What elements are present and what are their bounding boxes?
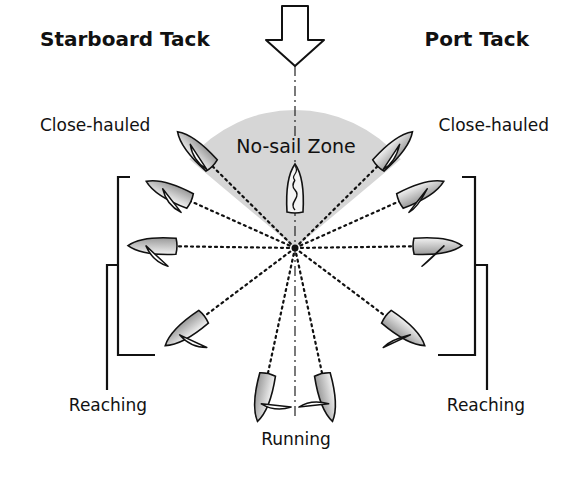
point-of-sail-label: Close-hauled (439, 116, 549, 136)
heading-line (301, 246, 414, 248)
heading-line (296, 254, 322, 375)
wind-arrow (266, 6, 324, 66)
sail (180, 326, 207, 356)
tack-heading: Port Tack (424, 28, 529, 51)
luffing-sail (293, 180, 297, 210)
point-of-sail-label: Close-hauled (40, 116, 150, 136)
sailboat (396, 174, 450, 214)
hull (314, 372, 341, 423)
luffing-jib (294, 166, 297, 180)
sail (422, 246, 445, 266)
sail (146, 246, 169, 266)
luffing-sailboat (287, 164, 304, 213)
sail (298, 399, 328, 410)
hull (396, 174, 448, 209)
wind-axis (294, 66, 295, 420)
reaching-bracket (107, 177, 155, 390)
sailboat (128, 237, 177, 266)
reaching-bracket (438, 177, 487, 390)
sail (383, 326, 410, 356)
boats (128, 126, 463, 428)
sailboat (372, 126, 419, 172)
sail (185, 144, 211, 170)
heading-line (268, 254, 294, 375)
point-of-sail-label: Reaching (447, 396, 525, 416)
heading-line (300, 201, 399, 246)
heading-line (204, 252, 291, 317)
sailboat (160, 310, 220, 367)
sail (157, 189, 187, 213)
point-of-sail-label: Reaching (69, 396, 147, 416)
heading-line (176, 246, 289, 248)
hull (143, 174, 195, 209)
sailboat (141, 174, 195, 214)
hull (249, 372, 276, 423)
heading-line (299, 165, 378, 243)
hull (172, 126, 219, 172)
zone-label: No-sail Zone (233, 136, 359, 158)
center-dot (292, 245, 299, 252)
heading-line (300, 252, 387, 317)
sail (403, 189, 433, 213)
sailboat (413, 237, 462, 266)
sailboat (293, 372, 341, 428)
heading-line (190, 201, 289, 246)
hull (287, 164, 304, 213)
tack-heading: Starboard Tack (40, 28, 210, 51)
point-of-sail-label: Running (261, 430, 331, 450)
sailboat (172, 126, 219, 172)
sail (379, 144, 405, 170)
heading-line (212, 165, 291, 243)
sailboat (249, 372, 297, 428)
sailboat (370, 310, 430, 367)
hull (372, 126, 419, 172)
sail (261, 401, 291, 412)
